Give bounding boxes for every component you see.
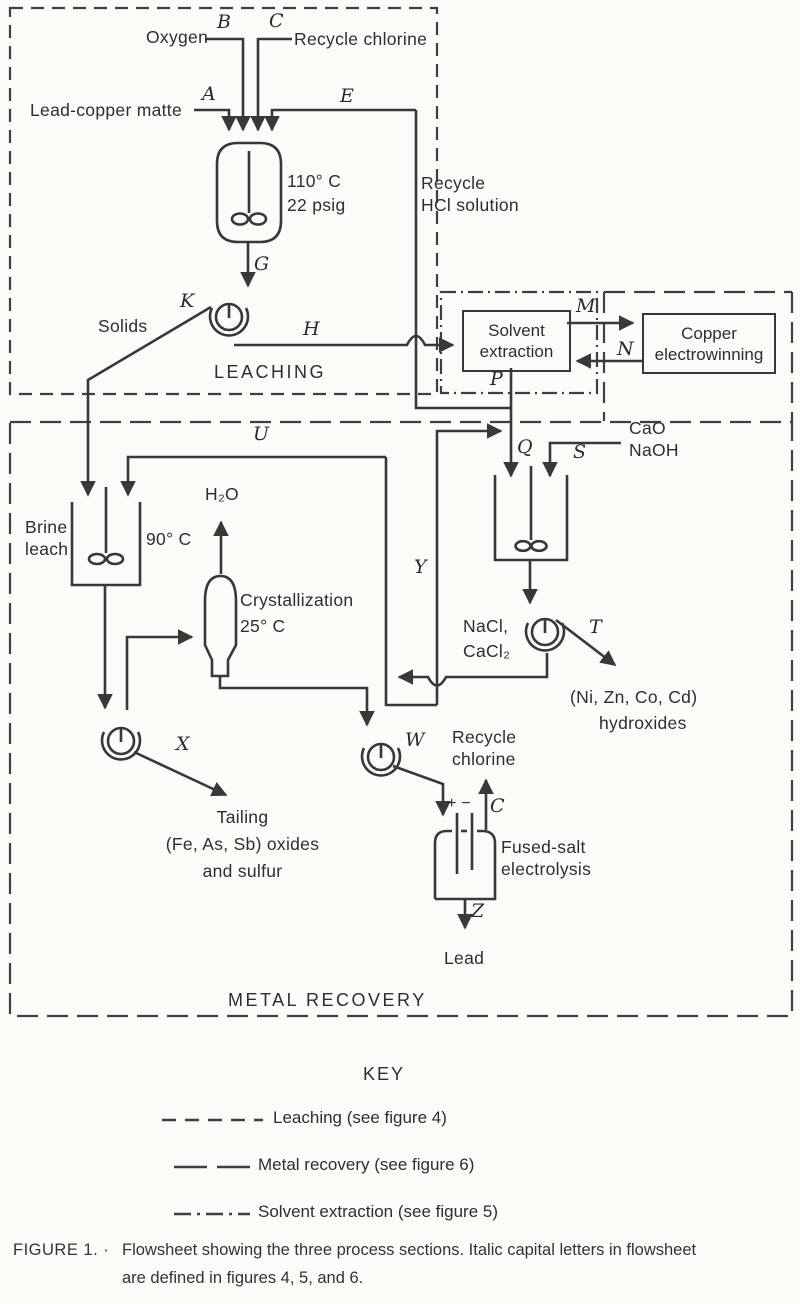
stream-line-a-matte	[194, 108, 237, 132]
caption-line1: Flowsheet showing the three process sect…	[122, 1241, 697, 1259]
stream-line-e-hcl-return	[264, 108, 416, 132]
stream-letter-c: C	[269, 10, 284, 32]
recycle-hcl-label: Recycle HCl solution	[421, 173, 519, 215]
reactor-conditions-label: 110° C 22 psig	[287, 171, 346, 215]
crystallizer-vessel	[203, 574, 238, 678]
stream-line-x-tailing	[133, 750, 228, 797]
stream-letter-x: X	[176, 733, 190, 755]
stream-letter-m: M	[576, 295, 596, 317]
tailing-label: Tailing (Fe, As, Sb) oxides and sulfur	[165, 807, 320, 881]
caption-line2: are defined in figures 4, 5, and 6.	[122, 1269, 364, 1287]
stream-letter-w: W	[405, 729, 425, 751]
stream-letter-k: K	[180, 290, 195, 312]
stream-line-cryst-out	[218, 676, 375, 727]
crystallization-label: Crystallization 25° C	[240, 590, 354, 636]
section-borders	[8, 6, 794, 1018]
stream-letter-u: U	[253, 423, 270, 445]
pump-icon-w	[360, 742, 402, 777]
cao-naoh-label: CaO NaOH	[629, 418, 679, 460]
solids-label: Solids	[98, 316, 148, 336]
stream-letter-e: E	[340, 85, 354, 107]
leaching-border	[8, 6, 439, 396]
stream-line-u-riser	[384, 457, 437, 707]
stream-line-t	[555, 618, 617, 667]
recycle-chlorine-top-label: Recycle chlorine	[294, 29, 428, 49]
solvent-extraction-box: Solvent extraction	[462, 310, 571, 372]
h2o-label: H₂O	[205, 484, 239, 504]
pump-icon-k	[208, 302, 250, 337]
nacl-cacl2-label: NaCl, CaCl₂	[463, 616, 511, 661]
vessels	[70, 141, 569, 901]
stream-line-nacl-return	[397, 653, 549, 687]
oxygen-label: Oxygen	[146, 27, 209, 47]
copper-electrowinning-box: Copper electrowinning	[642, 313, 776, 374]
stream-letter-n: N	[617, 338, 634, 360]
key-entry-solvent-extraction: Solvent extraction (see figure 5)	[258, 1202, 499, 1221]
stream-letter-t: T	[589, 616, 602, 638]
stream-line-filtrate	[125, 629, 194, 710]
fused-salt-label: Fused-salt electrolysis	[501, 837, 592, 879]
key-entry-leaching: Leaching (see figure 4)	[273, 1108, 447, 1127]
metal-recovery-border	[8, 420, 794, 1018]
lead-product-label: Lead	[444, 948, 485, 968]
hydroxide-products-label: (Ni, Zn, Co, Cd)	[570, 687, 698, 707]
stream-line-w	[392, 764, 451, 817]
stream-line-b-oxygen	[205, 37, 251, 132]
stream-line-c-chlorine	[250, 37, 292, 132]
stream-letter-b: B	[217, 11, 231, 33]
key-title: KEY	[363, 1064, 406, 1084]
electrolysis-cell	[433, 813, 497, 901]
figure-number: FIGURE 1. ·	[13, 1241, 110, 1259]
stream-letter-y: Y	[414, 556, 427, 578]
key-samples	[162, 1118, 263, 1216]
stream-letter-c-cell: C	[490, 795, 505, 817]
key-entry-metal-recovery: Metal recovery (see figure 6)	[258, 1155, 475, 1174]
lead-copper-matte-label: Lead-copper matte	[30, 100, 182, 120]
metal-recovery-section-label: METAL RECOVERY	[228, 990, 427, 1010]
neutralization-tank	[493, 466, 569, 562]
reactor-vessel	[215, 141, 283, 244]
stream-line-h	[234, 334, 455, 353]
stream-letter-a: A	[202, 83, 216, 105]
stream-letter-p: P	[490, 368, 503, 390]
stream-lines	[80, 37, 642, 930]
hydroxides-label: hydroxides	[599, 713, 687, 733]
pump-icon-x	[100, 726, 142, 761]
copper-area-border	[602, 290, 794, 422]
stream-letter-q: Q	[517, 436, 533, 458]
stream-letter-h: H	[303, 318, 320, 340]
pumps	[100, 302, 566, 777]
brine-leach-tank	[70, 487, 142, 587]
stream-letter-s: S	[573, 441, 587, 463]
leaching-section-label: LEACHING	[214, 362, 327, 382]
brine-temp-label: 90° C	[146, 529, 192, 549]
electrode-polarity-label: + −	[447, 795, 472, 812]
stream-letter-z: Z	[471, 900, 485, 922]
recycle-chlorine-bottom-label: Recycle chlorine	[452, 727, 517, 769]
stream-line-s	[542, 441, 621, 478]
stream-line-u	[120, 455, 386, 497]
brine-leach-label: Brine leach	[25, 517, 69, 559]
pump-icon-t	[524, 617, 566, 652]
stream-line-recycle-hcl	[414, 110, 511, 410]
stream-line-k-solids	[80, 305, 212, 497]
stream-letter-g: G	[254, 253, 270, 275]
stream-line-y	[435, 423, 503, 705]
